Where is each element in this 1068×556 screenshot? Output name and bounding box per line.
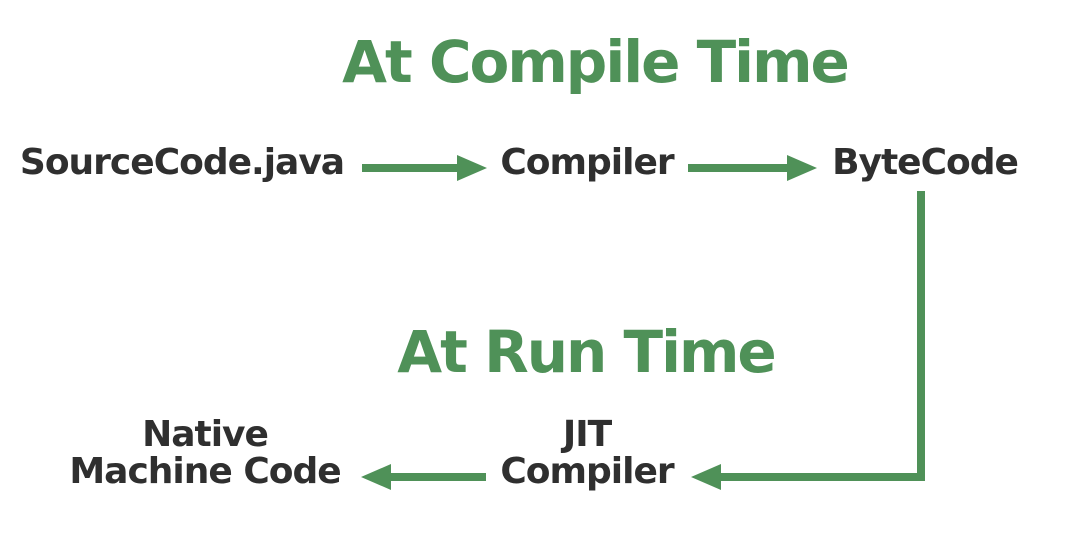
node-source-code: SourceCode.java — [19, 142, 345, 183]
arrow-jit-compiler-to-native-machine-code — [361, 464, 486, 490]
node-compiler: Compiler — [500, 142, 674, 183]
node-native-machine-code-line1: Native — [142, 414, 269, 455]
arrow-sourcecode-to-compiler — [362, 155, 487, 181]
arrow-compiler-to-bytecode — [688, 155, 817, 181]
node-bytecode: ByteCode — [832, 142, 1019, 183]
run-time-heading: At Run Time — [397, 318, 776, 386]
node-native-machine-code: Native Machine Code — [69, 414, 341, 492]
node-jit-compiler-line2: Compiler — [500, 451, 674, 492]
node-native-machine-code-line2: Machine Code — [69, 451, 341, 492]
node-jit-compiler-line1: JIT — [562, 414, 612, 455]
compile-time-heading: At Compile Time — [342, 28, 850, 96]
node-jit-compiler: JIT Compiler — [500, 414, 674, 492]
